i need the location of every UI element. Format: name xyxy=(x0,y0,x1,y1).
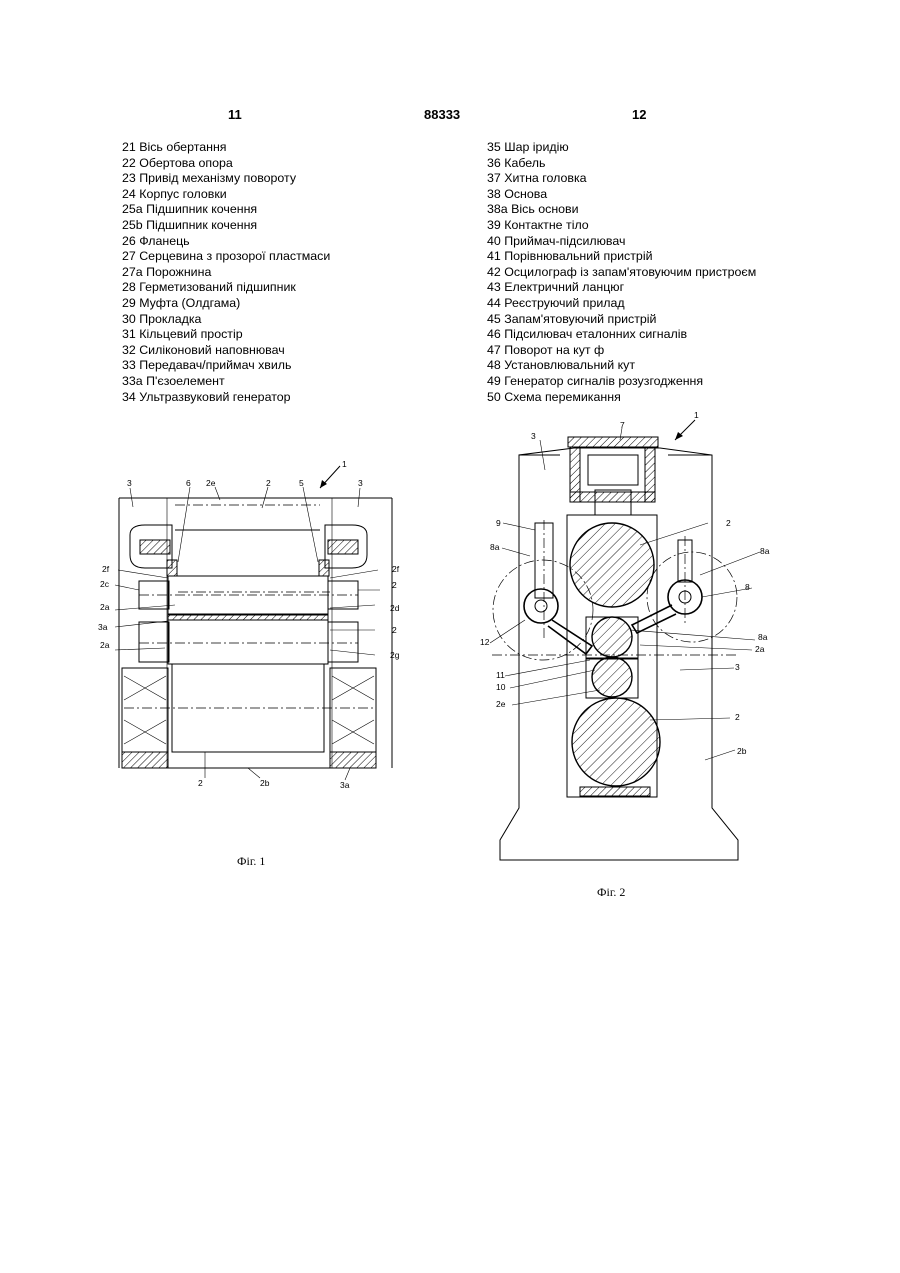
fig2-label: 3 xyxy=(735,662,740,672)
fig2-label: 7 xyxy=(620,420,625,430)
fig2-label: 2 xyxy=(735,712,740,722)
fig2-label: 11 xyxy=(496,670,505,680)
fig2-label: 10 xyxy=(496,682,506,692)
fig2-label: 2 xyxy=(726,518,731,528)
fig2-label: 8a xyxy=(760,546,770,556)
fig2-label: 2b xyxy=(737,746,747,756)
figure-2-caption: Фіг. 2 xyxy=(597,885,625,900)
fig2-label: 8 xyxy=(745,582,750,592)
fig2-label: 2e xyxy=(496,699,506,709)
fig2-label: 3 xyxy=(531,431,536,441)
fig2-label: 12 xyxy=(480,637,490,647)
fig2-label: 2a xyxy=(755,644,765,654)
fig2-label: 8a xyxy=(490,542,500,552)
fig2-label: 8a xyxy=(758,632,768,642)
fig2-label: 1 xyxy=(694,410,699,420)
fig2-label: 9 xyxy=(496,518,501,528)
